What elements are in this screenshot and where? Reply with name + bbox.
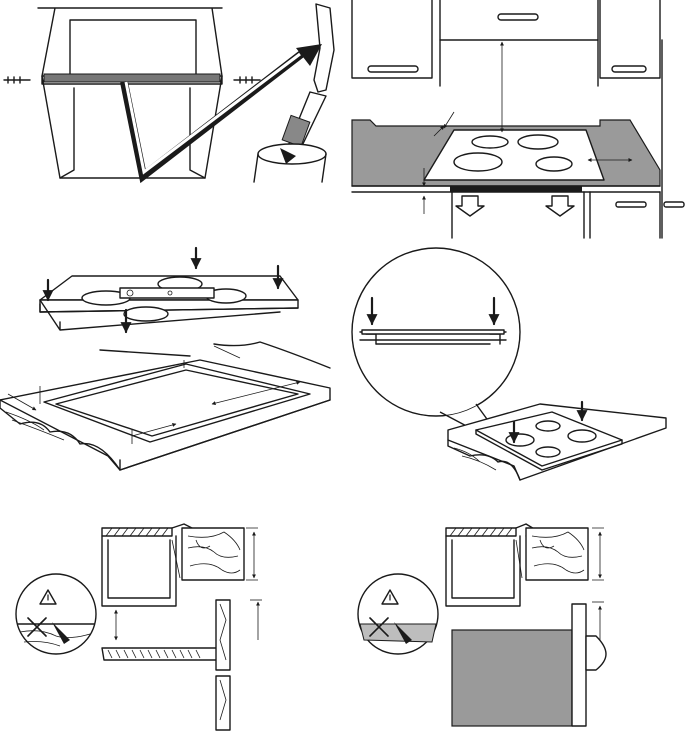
- panel-installation-clearances: [352, 0, 684, 238]
- panel-place-hob-in-cutout: [0, 248, 330, 470]
- panel-seal-detail: [352, 248, 666, 480]
- panel-drawer-below-hob: [16, 524, 262, 730]
- panel-remove-old-hob: [4, 4, 334, 182]
- panel-oven-below-hob: [358, 524, 606, 726]
